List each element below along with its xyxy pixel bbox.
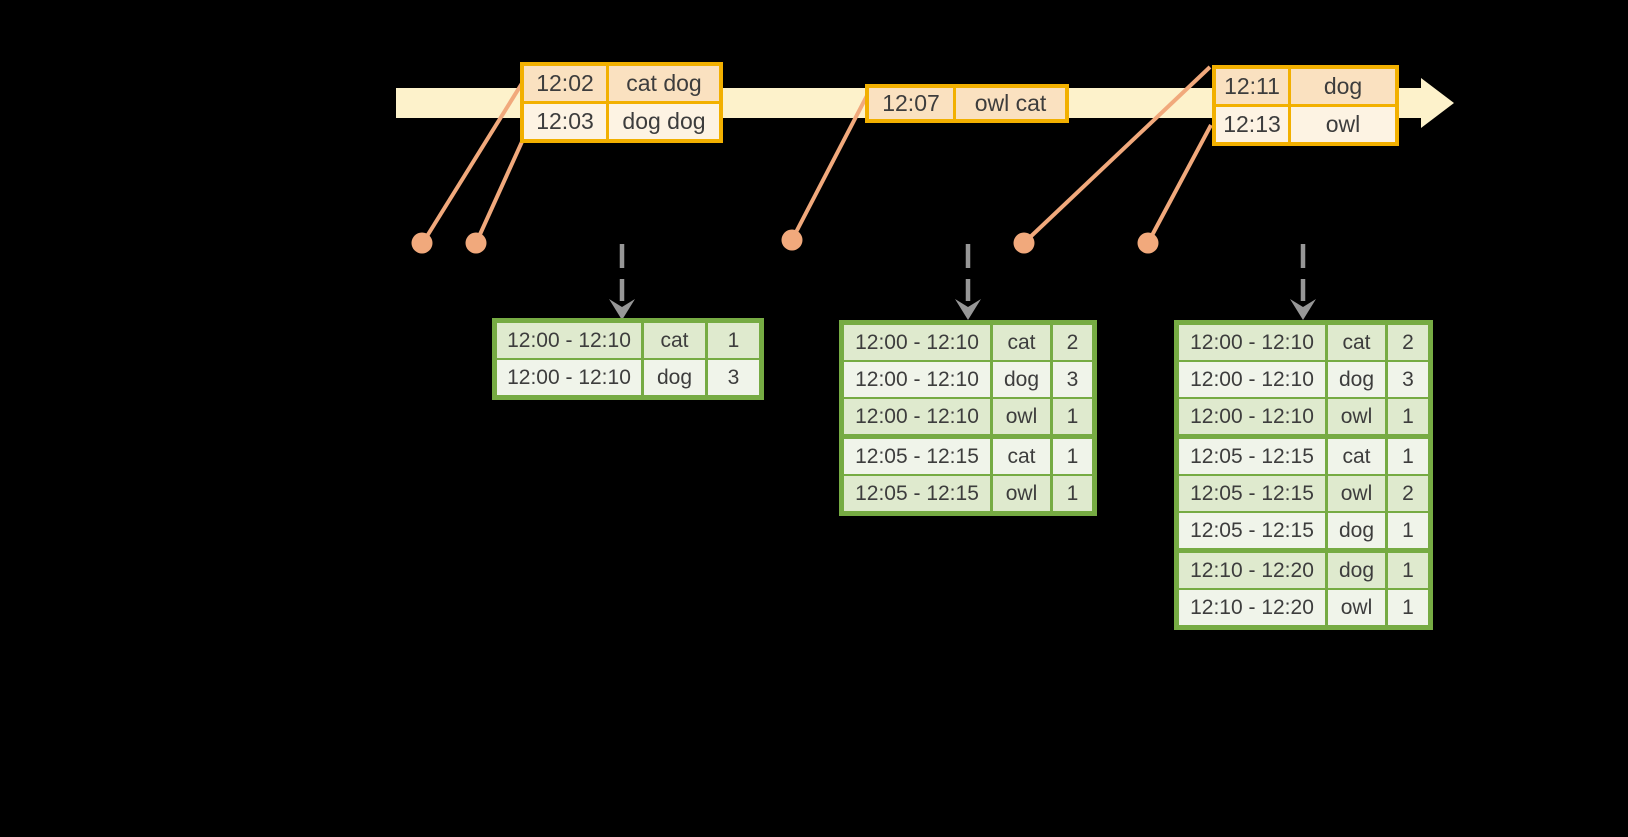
table-cell: cat	[1328, 439, 1385, 474]
table-cell: 1	[1388, 590, 1428, 625]
trigger-arrowhead-icon	[609, 299, 635, 320]
event-dot	[781, 229, 803, 251]
table-cell: 12:00 - 12:10	[1179, 399, 1325, 434]
trigger-arrowhead-icon	[955, 299, 981, 320]
table-cell: owl	[1328, 399, 1385, 434]
table-cell: dog	[1328, 553, 1385, 588]
table-cell: 12:00 - 12:10	[844, 399, 990, 434]
table-cell: 12:00 - 12:10	[844, 325, 990, 360]
table-cell: 1	[1388, 439, 1428, 474]
table-cell: 12:05 - 12:15	[844, 439, 990, 474]
table-cell: 12:00 - 12:10	[844, 362, 990, 397]
table-cell: 2	[1388, 325, 1428, 360]
event-dots	[411, 229, 1159, 254]
table-cell: cat	[644, 323, 705, 358]
table-cell: 1	[1053, 439, 1092, 474]
table-cell: dog	[1291, 69, 1395, 104]
table-cell: 1	[1388, 399, 1428, 434]
table-cell: 12:10 - 12:20	[1179, 553, 1325, 588]
table-cell: 1	[1388, 553, 1428, 588]
table-cell: 12:05 - 12:15	[844, 476, 990, 511]
table-cell: 12:05 - 12:15	[1179, 439, 1325, 474]
table-cell: cat dog	[609, 66, 719, 101]
table-cell: cat	[993, 439, 1050, 474]
trigger-arrowhead-icon	[1290, 299, 1316, 320]
table-cell: 3	[1053, 362, 1092, 397]
table-cell: 12:02	[524, 66, 606, 101]
trigger-arrows	[619, 244, 1306, 301]
table-cell: 2	[1388, 476, 1428, 511]
table-cell: 1	[1053, 476, 1092, 511]
table-cell: owl	[1328, 476, 1385, 511]
connector-line	[1147, 124, 1213, 242]
connector-line	[475, 123, 532, 242]
table-cell: dog dog	[609, 104, 719, 139]
table-cell: 12:05 - 12:15	[1179, 476, 1325, 511]
connector-line	[791, 85, 874, 239]
table-cell: owl	[1291, 107, 1395, 142]
table-cell: 12:00 - 12:10	[1179, 325, 1325, 360]
event-dot	[1013, 232, 1035, 254]
table-cell: 12:11	[1216, 69, 1288, 104]
table-cell: 12:10 - 12:20	[1179, 590, 1325, 625]
table-cell: 12:00 - 12:10	[1179, 362, 1325, 397]
connector-line	[1024, 65, 1212, 243]
trigger-arrowheads	[609, 299, 1316, 320]
connector-line	[422, 62, 536, 243]
table-cell: 12:07	[869, 88, 953, 119]
table-cell: 12:00 - 12:10	[497, 323, 641, 358]
table-cell: owl cat	[956, 88, 1065, 119]
table-cell: owl	[993, 399, 1050, 434]
table-cell: dog	[644, 360, 705, 395]
table-cell: 1	[708, 323, 759, 358]
table-cell: 2	[1053, 325, 1092, 360]
table-cell: dog	[993, 362, 1050, 397]
table-cell: 3	[1388, 362, 1428, 397]
table-cell: 1	[1388, 513, 1428, 548]
table-cell: 12:00 - 12:10	[497, 360, 641, 395]
event-dot	[411, 232, 433, 254]
table-cell: dog	[1328, 513, 1385, 548]
table-cell: cat	[1328, 325, 1385, 360]
table-cell: 12:13	[1216, 107, 1288, 142]
event-dot	[465, 232, 487, 254]
table-cell: owl	[993, 476, 1050, 511]
table-cell: 1	[1053, 399, 1092, 434]
event-dot	[1137, 232, 1159, 254]
connector-lines	[422, 62, 1213, 243]
table-cell: 12:05 - 12:15	[1179, 513, 1325, 548]
table-cell: dog	[1328, 362, 1385, 397]
table-cell: cat	[993, 325, 1050, 360]
table-cell: 3	[708, 360, 759, 395]
table-cell: 12:03	[524, 104, 606, 139]
table-cell: owl	[1328, 590, 1385, 625]
